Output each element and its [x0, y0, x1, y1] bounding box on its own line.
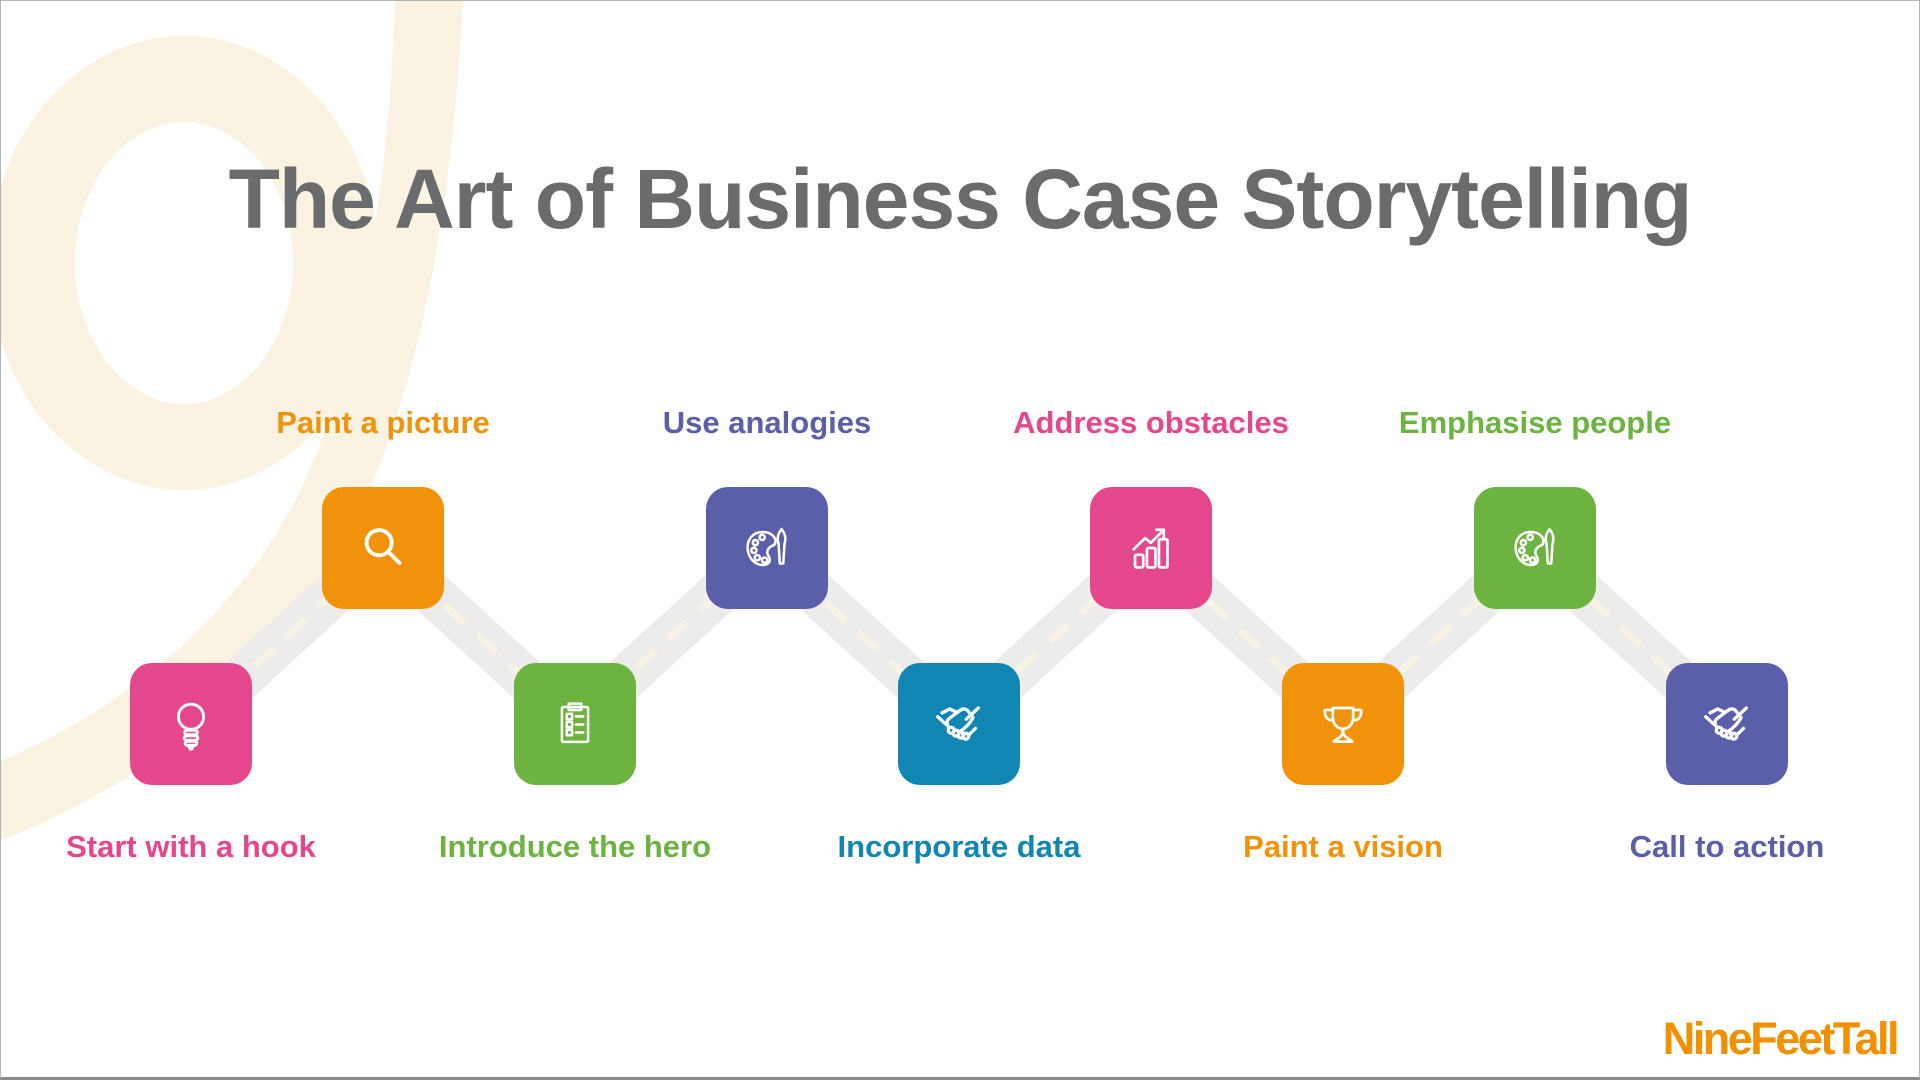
step-incorporate-data: Incorporate data	[838, 663, 1080, 864]
step-label: Address obstacles	[1013, 405, 1289, 440]
step-square	[130, 663, 252, 785]
step-start-with-a-hook: Start with a hook	[66, 663, 316, 864]
bar-chart-growth-icon	[1132, 528, 1169, 569]
step-square	[706, 487, 828, 609]
step-call-to-action: Call to action	[1630, 663, 1824, 864]
step-label: Introduce the hero	[438, 829, 712, 864]
palette-icon	[746, 527, 787, 567]
step-square	[322, 487, 444, 609]
page-title: The Art of Business Case Storytelling	[228, 152, 1693, 246]
step-label: Paint a vision	[1243, 829, 1443, 864]
step-label: Incorporate data	[837, 829, 1081, 864]
step-label: Call to action	[1629, 829, 1825, 864]
step-square	[1282, 663, 1404, 785]
trophy-icon	[1323, 706, 1363, 743]
step-label: Emphasise people	[1398, 405, 1672, 440]
step-square	[1090, 487, 1212, 609]
handshake-icon	[936, 706, 981, 741]
step-square	[1474, 487, 1596, 609]
ninefeettall-logo: NineFeetTall	[1662, 1013, 1900, 1064]
step-square	[514, 663, 636, 785]
step-label: Use analogies	[662, 405, 872, 440]
step-use-analogies: Use analogies	[663, 405, 871, 609]
handshake-icon	[1704, 706, 1749, 741]
lightbulb-icon	[176, 702, 206, 751]
step-paint-a-vision: Paint a vision	[1243, 663, 1443, 864]
magnifier-icon	[364, 528, 402, 565]
clipboard-checklist-icon	[560, 702, 590, 744]
step-square	[898, 663, 1020, 785]
step-label: Start with a hook	[66, 829, 316, 864]
step-introduce-the-hero: Introduce the hero	[439, 663, 711, 864]
step-square	[1666, 663, 1788, 785]
step-label: Paint a picture	[276, 405, 490, 440]
palette-icon	[1514, 527, 1555, 567]
step-emphasise-people: Emphasise people	[1399, 405, 1671, 609]
step-address-obstacles: Address obstacles	[1013, 405, 1289, 609]
step-paint-a-picture: Paint a picture	[276, 405, 490, 609]
